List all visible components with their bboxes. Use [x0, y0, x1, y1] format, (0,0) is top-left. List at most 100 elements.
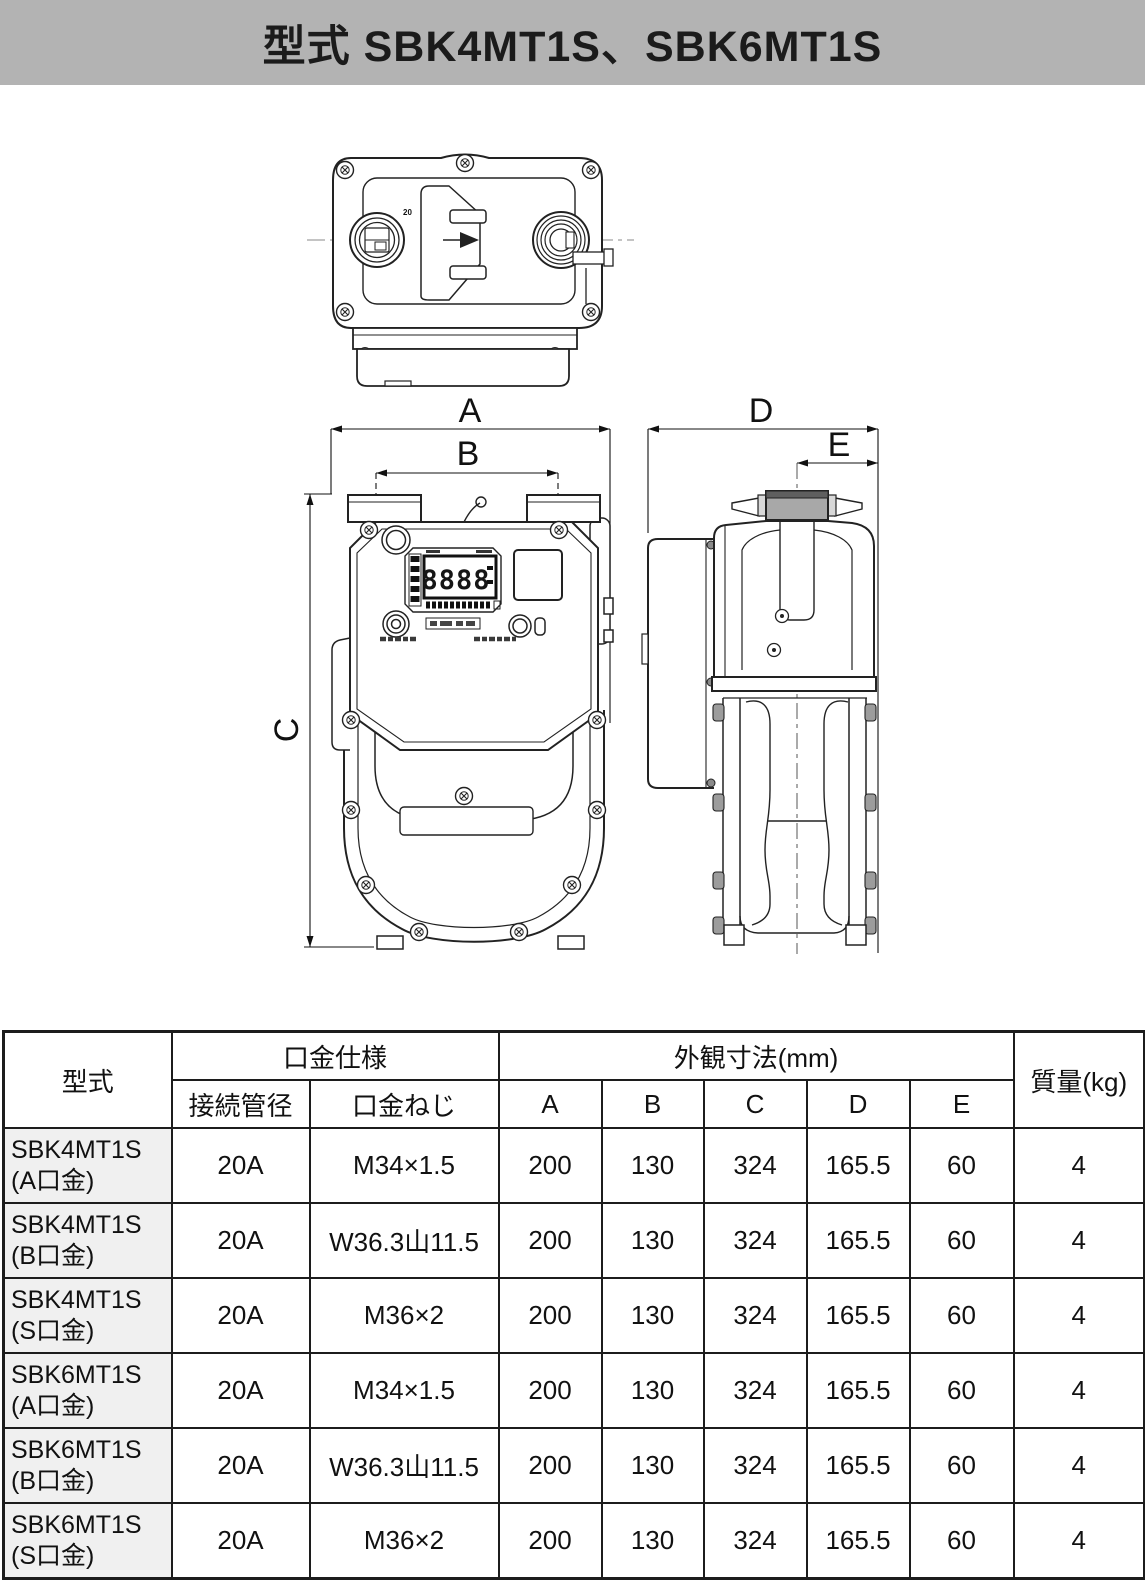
dim-a-cell: 200 — [497, 1127, 603, 1204]
table-row: SBK4MT1S(S口金) 20A M36×2 200 130 324 165.… — [2, 1277, 1145, 1354]
col-header-mass: 質量(kg) — [1012, 1030, 1145, 1129]
table-header-row-1: 型式 口金仕様 外観寸法(mm) 質量(kg) — [2, 1030, 1145, 1129]
table-row: SBK6MT1S(A口金) 20A M34×1.5 200 130 324 16… — [2, 1352, 1145, 1429]
pipe-diameter-cell: 20A — [170, 1127, 311, 1204]
fitting-thread-cell: W36.3山11.5 — [308, 1427, 500, 1504]
dimension-e — [797, 459, 878, 467]
seal-hook — [463, 496, 487, 523]
model-cell: SBK6MT1S(A口金) — [2, 1352, 173, 1429]
mass-cell: 4 — [1012, 1127, 1145, 1204]
table-row: SBK4MT1S(B口金) 20A W36.3山11.5 200 130 324… — [2, 1202, 1145, 1279]
dim-c-cell: 324 — [702, 1202, 808, 1279]
dim-c-cell: 324 — [702, 1352, 808, 1429]
fitting-thread-cell: W36.3山11.5 — [308, 1202, 500, 1279]
top-view-drawing: 20 — [307, 153, 634, 387]
col-header-dim-e: E — [908, 1079, 1015, 1129]
front-view-drawing: A B C — [268, 392, 614, 950]
dim-e-cell: 60 — [908, 1127, 1015, 1204]
col-header-outer-dimensions: 外観寸法(mm) — [497, 1030, 1015, 1081]
col-header-dim-c: C — [702, 1079, 808, 1129]
fitting-thread-cell: M34×1.5 — [308, 1127, 500, 1204]
rating-label — [425, 617, 481, 630]
dim-a-cell: 200 — [497, 1202, 603, 1279]
dim-d-cell: 165.5 — [805, 1202, 911, 1279]
col-header-dim-b: B — [600, 1079, 705, 1129]
info-panel — [513, 549, 563, 601]
col-header-dim-a: A — [497, 1079, 603, 1129]
dimension-d — [647, 425, 879, 953]
dim-e-cell: 60 — [908, 1352, 1015, 1429]
case-lower-body — [352, 327, 578, 387]
dim-d-cell: 165.5 — [805, 1502, 911, 1580]
dim-a-cell: 200 — [497, 1502, 603, 1580]
index-unit-box — [641, 538, 716, 789]
reset-button — [508, 614, 546, 638]
dim-label-e: E — [828, 426, 851, 464]
pipe-diameter-cell: 20A — [170, 1277, 311, 1354]
left-wing — [331, 637, 351, 751]
model-cell: SBK4MT1S(B口金) — [2, 1202, 173, 1279]
center-bracket — [420, 185, 487, 301]
dimension-c — [304, 493, 374, 948]
dim-e-cell: 60 — [908, 1502, 1015, 1580]
side-feet — [723, 924, 867, 946]
lower-rails — [712, 698, 877, 935]
dim-e-cell: 60 — [908, 1202, 1015, 1279]
col-header-pipe-diameter: 接続管径 — [170, 1079, 311, 1129]
table-header-row-2: 接続管径 口金ねじ A B C D E — [4, 1079, 1145, 1129]
model-cell: SBK6MT1S(S口金) — [2, 1502, 173, 1580]
feet — [376, 935, 585, 950]
col-header-fitting-spec: 口金仕様 — [170, 1030, 500, 1081]
top-pipe-stub — [731, 490, 863, 521]
col-header-model: 型式 — [2, 1030, 173, 1129]
mass-cell: 4 — [1012, 1427, 1145, 1504]
spec-table: 型式 口金仕様 外観寸法(mm) 質量(kg) 接続管径 口金ねじ A B C … — [2, 1030, 1145, 1580]
dim-b-cell: 130 — [600, 1352, 705, 1429]
side-view-drawing: D E — [641, 392, 879, 954]
lcd-value: 8888 — [421, 565, 490, 596]
col-header-fitting-thread: 口金ねじ — [308, 1079, 500, 1129]
mass-cell: 4 — [1012, 1352, 1145, 1429]
model-cell: SBK4MT1S(S口金) — [2, 1277, 173, 1354]
fitting-thread-cell: M36×2 — [308, 1277, 500, 1354]
mass-cell: 4 — [1012, 1502, 1145, 1580]
dim-b-cell: 130 — [600, 1427, 705, 1504]
dim-b-cell: 130 — [600, 1202, 705, 1279]
dim-b-cell: 130 — [600, 1127, 705, 1204]
pipe-diameter-cell: 20A — [170, 1502, 311, 1580]
dim-b-cell: 130 — [600, 1502, 705, 1580]
tub-profile — [739, 700, 850, 934]
dim-e-cell: 60 — [908, 1277, 1015, 1354]
table-row: SBK6MT1S(S口金) 20A M36×2 200 130 324 165.… — [2, 1502, 1145, 1580]
dim-d-cell: 165.5 — [805, 1277, 911, 1354]
dim-d-cell: 165.5 — [805, 1352, 911, 1429]
dim-label-b: B — [457, 435, 480, 473]
lcd-display: 8888 — [404, 547, 502, 613]
mass-cell: 4 — [1012, 1277, 1145, 1354]
model-cell: SBK6MT1S(B口金) — [2, 1427, 173, 1504]
dim-c-cell: 324 — [702, 1427, 808, 1504]
top-screw — [381, 525, 411, 555]
dim-label-d: D — [749, 392, 774, 430]
reset-screw — [382, 610, 410, 638]
inlet-port — [349, 212, 405, 268]
dim-a-cell: 200 — [497, 1352, 603, 1429]
table-row: SBK6MT1S(B口金) 20A W36.3山11.5 200 130 324… — [2, 1427, 1145, 1504]
flange — [711, 676, 877, 699]
dim-b-cell: 130 — [600, 1277, 705, 1354]
dim-c-cell: 324 — [702, 1502, 808, 1580]
dim-d-cell: 165.5 — [805, 1427, 911, 1504]
outlet-port — [532, 211, 590, 269]
dim-a-cell: 200 — [497, 1427, 603, 1504]
dim-a-cell: 200 — [497, 1277, 603, 1354]
dim-c-cell: 324 — [702, 1277, 808, 1354]
upper-housing — [713, 520, 875, 678]
page-header: 型式 SBK4MT1S、SBK6MT1S — [0, 0, 1145, 85]
page-title: 型式 SBK4MT1S、SBK6MT1S — [262, 22, 883, 71]
meter-lower-body — [343, 698, 605, 943]
dim-label-c: C — [268, 718, 306, 743]
pipe-diameter-cell: 20A — [170, 1202, 311, 1279]
model-cell: SBK4MT1S(A口金) — [2, 1127, 173, 1204]
fitting-thread-cell: M36×2 — [308, 1502, 500, 1580]
